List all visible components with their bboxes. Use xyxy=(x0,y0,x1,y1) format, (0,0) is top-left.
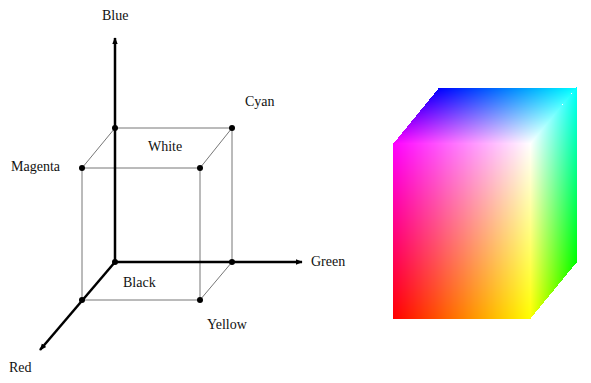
axis-label: Red xyxy=(8,360,33,376)
axis-label: Green xyxy=(310,254,346,270)
corner-label: Cyan xyxy=(244,94,276,110)
corner-label: Black xyxy=(122,275,157,291)
corner-label: White xyxy=(147,139,183,155)
corner-label: Yellow xyxy=(206,317,248,333)
axis-label: Blue xyxy=(101,8,129,24)
corner-label: Magenta xyxy=(10,159,61,175)
